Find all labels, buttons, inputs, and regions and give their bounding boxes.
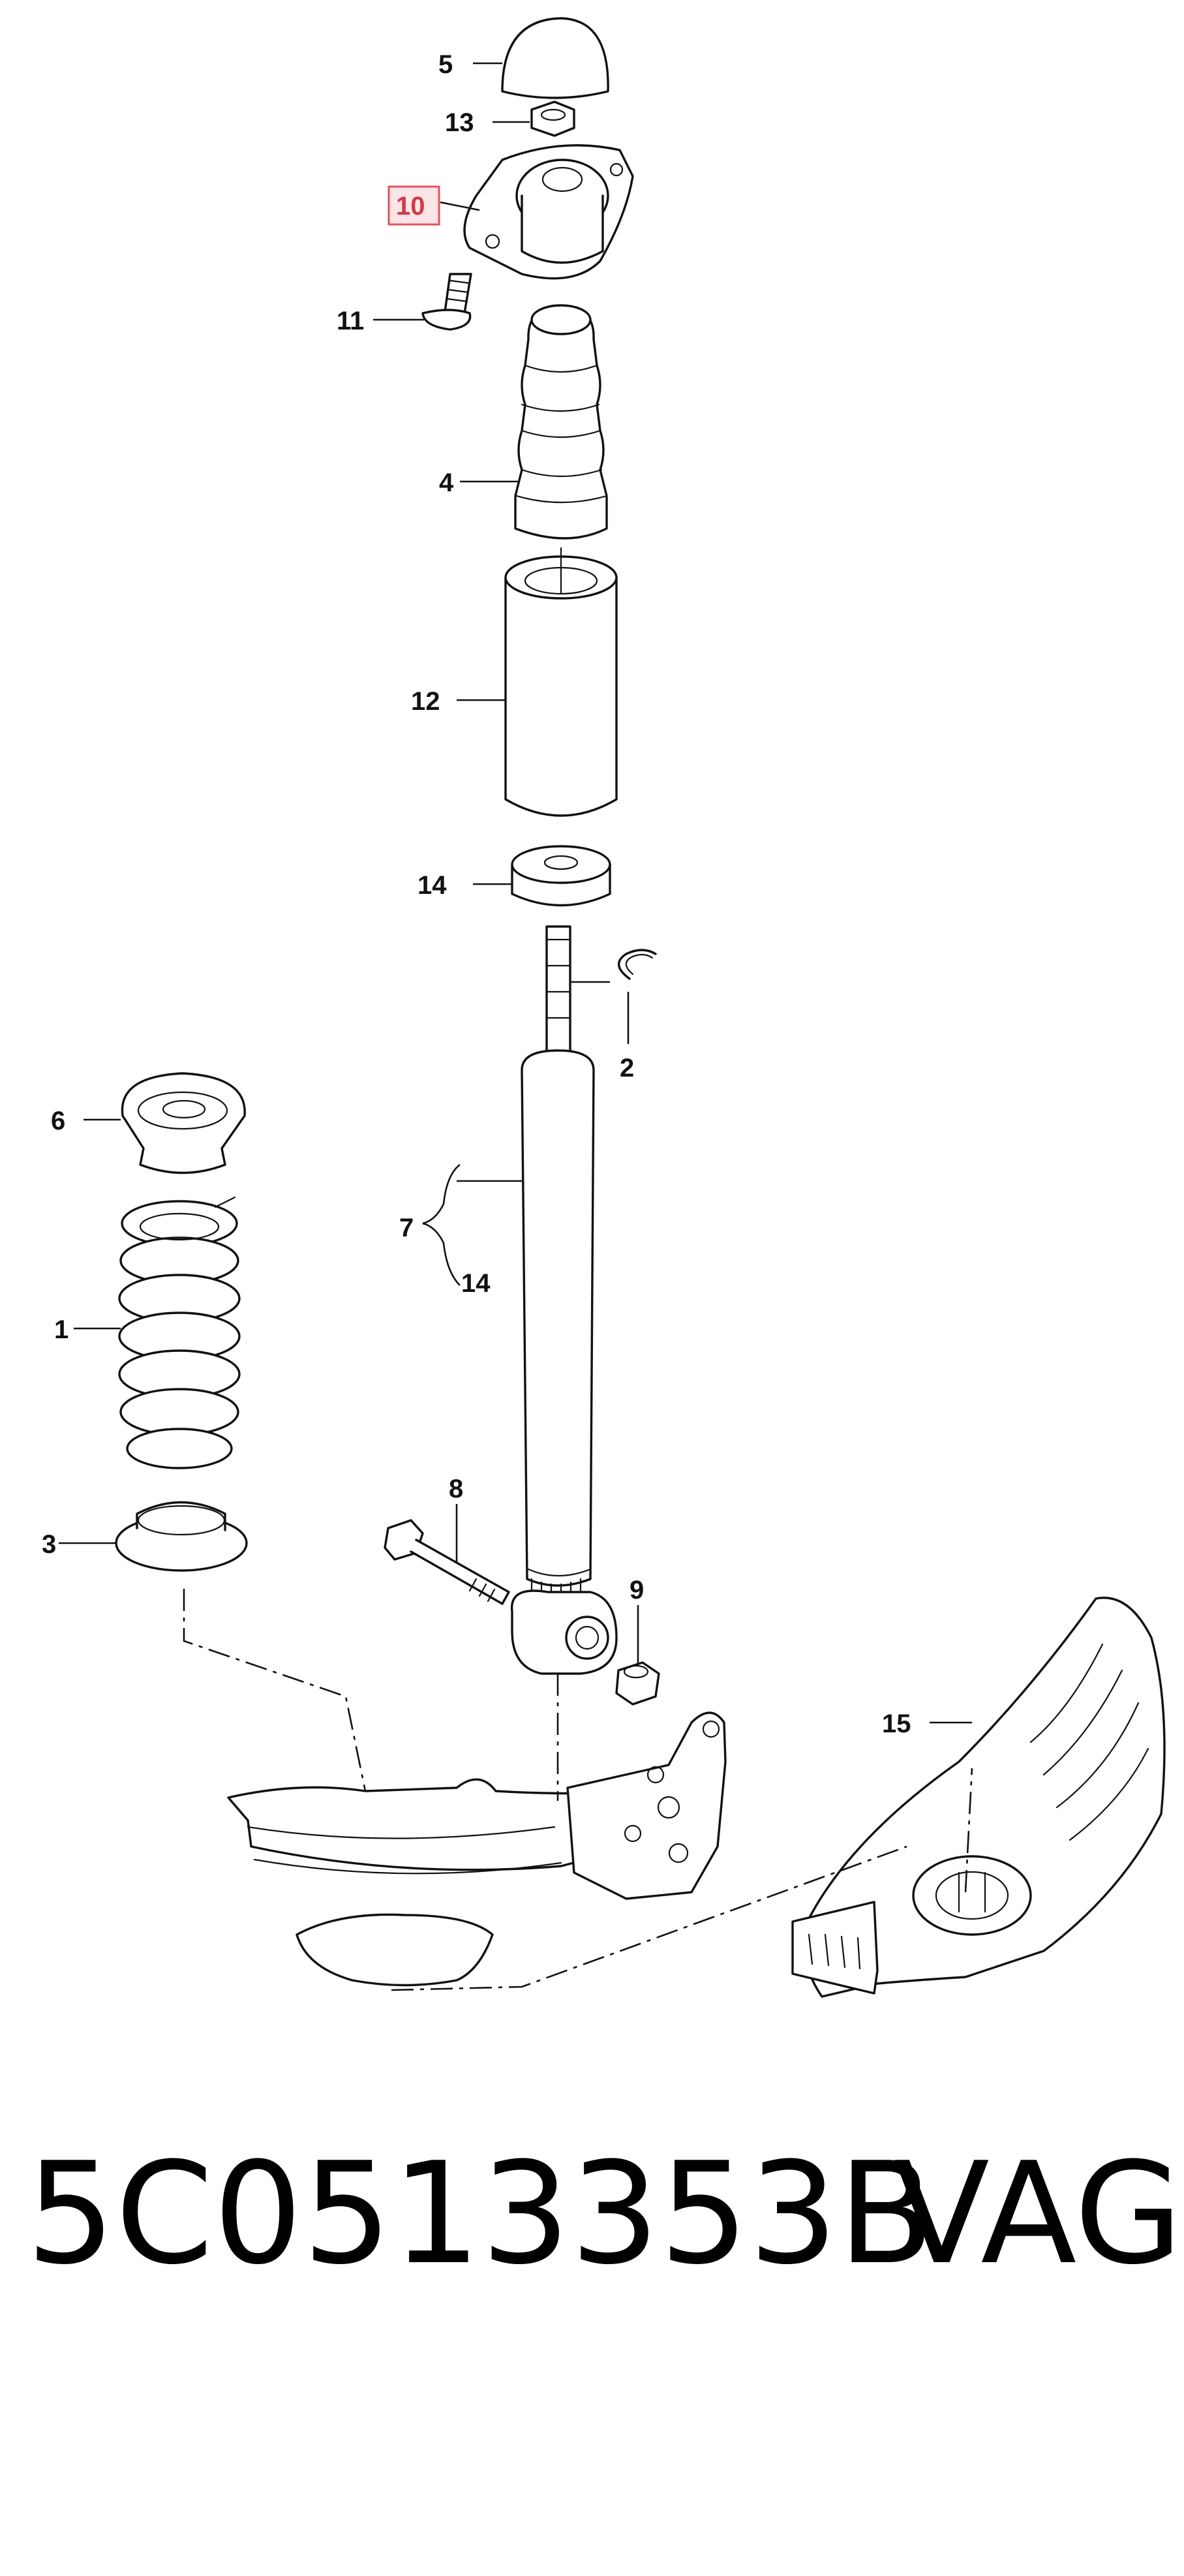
part-6-spring-seat xyxy=(121,1072,246,1174)
part-10-strut-mount xyxy=(463,144,634,280)
callout-10-highlight xyxy=(387,185,440,226)
part-3-spring-pad xyxy=(115,1501,248,1572)
part-13-nut xyxy=(530,100,575,137)
callout-3: 3 xyxy=(42,1530,56,1559)
part-7-shock-absorber xyxy=(510,925,618,1675)
exploded-parts-diagram: 5 13 10 11 4 12 14 2 6 7 14 1 8 3 9 15 xyxy=(42,17,1166,1998)
part-number: 5C0513353B xyxy=(26,2132,934,2295)
callout-8: 8 xyxy=(449,1475,463,1503)
footer: 5C0513353B VAG xyxy=(26,2132,1183,2313)
callout-14-spacer: 14 xyxy=(417,871,447,900)
part-14-spacer xyxy=(511,845,611,907)
leader-lines xyxy=(59,62,972,1724)
part-2-circlip xyxy=(618,949,657,980)
callout-4: 4 xyxy=(439,468,454,497)
part-5-cap xyxy=(501,17,609,99)
callout-13: 13 xyxy=(445,108,474,137)
part-1-coil-spring xyxy=(118,1196,241,1469)
callout-9: 9 xyxy=(630,1576,644,1604)
callout-2: 2 xyxy=(620,1054,634,1082)
part-4-bump-stop xyxy=(514,304,608,540)
part-15-wheel-arch-liner xyxy=(791,1597,1166,1998)
callout-11: 11 xyxy=(337,307,364,335)
part-8-bolt xyxy=(384,1519,510,1605)
callout-labels: 5 13 10 11 4 12 14 2 6 7 14 1 8 3 9 15 xyxy=(42,50,911,1738)
callout-7: 7 xyxy=(399,1214,414,1242)
part-11-bolt xyxy=(421,273,472,331)
callout-1: 1 xyxy=(54,1315,68,1344)
callout-12: 12 xyxy=(411,687,440,716)
rear-axle-beam xyxy=(227,1711,727,1987)
part-12-dust-boot xyxy=(504,547,618,817)
assembly-guide-lines xyxy=(183,1589,973,1991)
callout-6: 6 xyxy=(51,1107,65,1135)
brand-name: VAG xyxy=(894,2132,1183,2295)
callout-14-shock: 14 xyxy=(461,1269,491,1298)
callout-5: 5 xyxy=(438,50,453,79)
part-9-nut xyxy=(615,1661,660,1706)
callout-15: 15 xyxy=(882,1710,911,1738)
callout-10: 10 xyxy=(396,192,425,221)
